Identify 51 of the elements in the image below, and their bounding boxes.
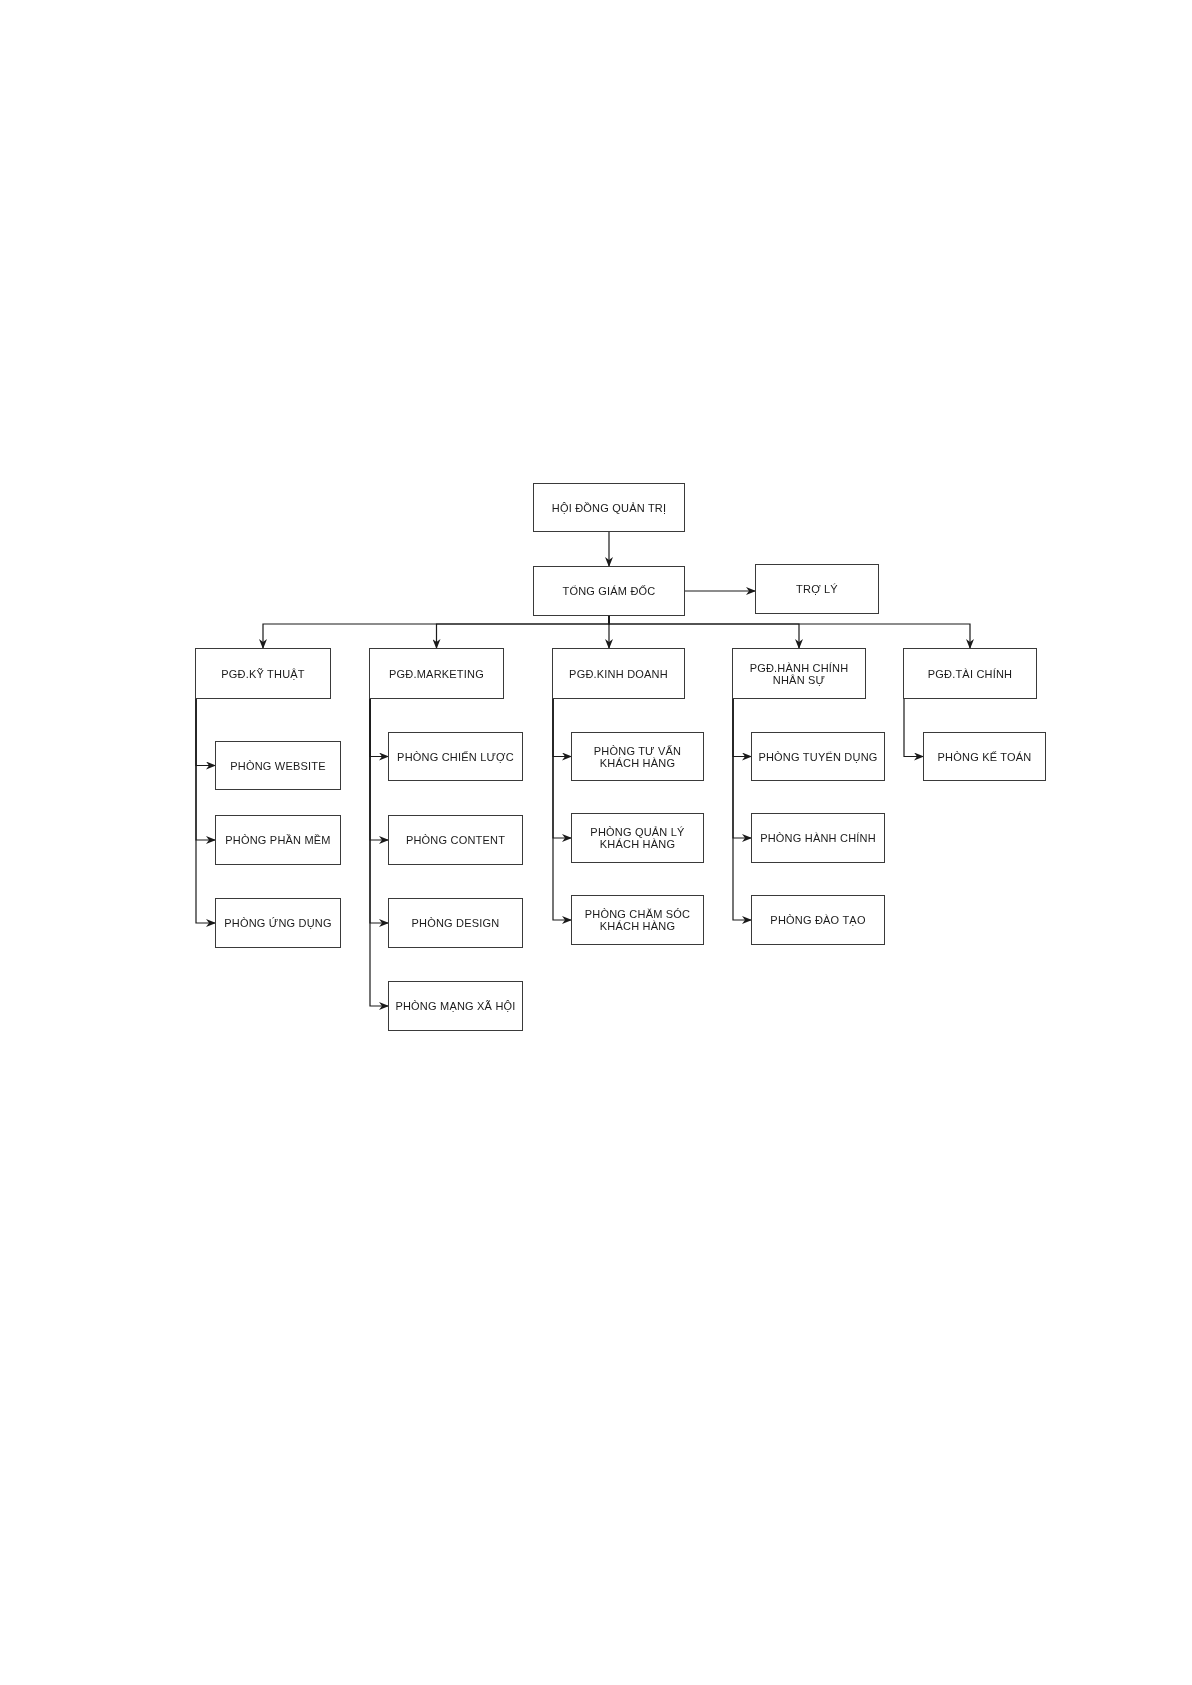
department-name: PGĐ.HÀNH CHÍNH NHÂN SỰ <box>748 661 850 686</box>
connector-arrow <box>684 587 756 595</box>
department-name: PHÒNG ỨNG DỤNG <box>224 917 332 929</box>
department-name: PGĐ.KINH DOANH <box>569 667 668 680</box>
department-box <box>533 483 685 532</box>
department-box <box>388 898 523 948</box>
department-box <box>571 813 704 863</box>
department-box <box>923 732 1046 781</box>
department-box <box>215 741 341 790</box>
department-name: PHÒNG PHẦN MỀM <box>225 834 331 846</box>
department-box <box>195 648 331 699</box>
department-box <box>903 648 1037 699</box>
department-box <box>388 815 523 865</box>
department-name: TỔNG GIÁM ĐỐC <box>562 585 656 597</box>
department-name: PGĐ.KỸ THUẬT <box>221 667 305 680</box>
department-box <box>751 895 885 945</box>
department-box <box>215 815 341 865</box>
department-name: HỘI ĐỒNG QUẢN TRỊ <box>551 501 667 514</box>
connector-arrow <box>903 698 924 761</box>
department-box <box>388 981 523 1031</box>
department-box <box>369 648 504 699</box>
department-name: PHÒNG CONTENT <box>405 834 506 846</box>
department-name: PGĐ.MARKETING <box>389 667 484 680</box>
department-box <box>732 648 866 699</box>
department-box <box>751 813 885 863</box>
department-name: PHÒNG TUYỂN DỤNG <box>758 750 878 763</box>
department-name: TRỢ LÝ <box>796 583 838 595</box>
department-name: PHÒNG HÀNH CHÍNH <box>760 832 876 844</box>
connector-arrow <box>195 698 216 927</box>
department-name: PHÒNG ĐÀO TẠO <box>770 914 866 926</box>
department-name: PHÒNG KẾ TOÁN <box>937 750 1032 763</box>
department-box <box>571 895 704 945</box>
department-box <box>571 732 704 781</box>
department-name: PGĐ.TÀI CHÍNH <box>927 667 1013 680</box>
department-box <box>388 732 523 781</box>
department-box <box>751 732 885 781</box>
connector-arrow <box>369 698 389 1010</box>
department-box <box>552 648 685 699</box>
department-name: PHÒNG MẠNG XÃ HỘI <box>395 1000 516 1012</box>
connector-arrow <box>605 531 613 567</box>
department-name: PHÒNG TƯ VẤN KHÁCH HÀNG <box>592 744 683 769</box>
department-name: PHÒNG CHIẾN LƯỢC <box>397 750 514 763</box>
department-box <box>533 566 685 616</box>
connector-arrow <box>552 698 572 924</box>
department-name: PHÒNG CHĂM SÓC KHÁCH HÀNG <box>583 908 692 932</box>
department-box <box>755 564 879 614</box>
department-name: PHÒNG DESIGN <box>411 917 500 929</box>
department-box <box>215 898 341 948</box>
connector-arrow <box>732 698 752 924</box>
department-name: PHÒNG WEBSITE <box>230 759 326 772</box>
department-name: PHÒNG QUẢN LÝ KHÁCH HÀNG <box>589 826 686 850</box>
